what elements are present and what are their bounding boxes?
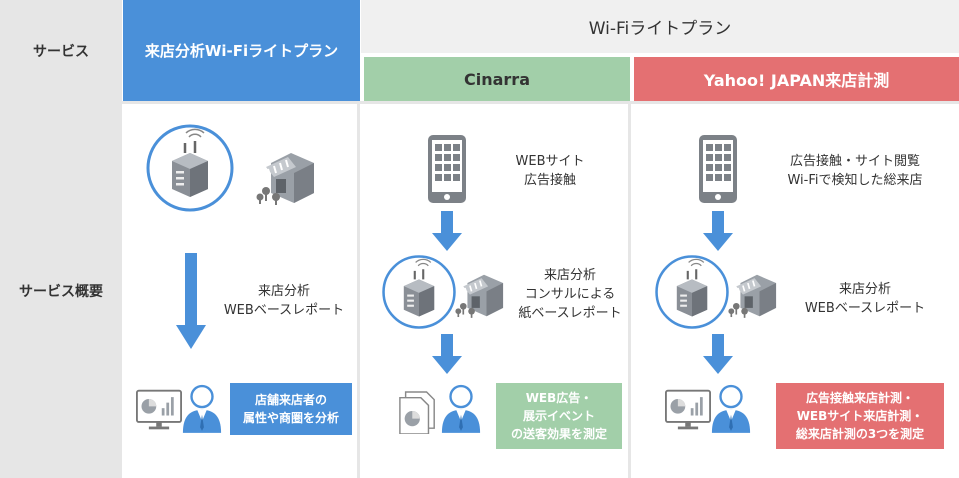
- arrow-down-icon: [703, 334, 733, 374]
- person-icon: [440, 383, 482, 433]
- col2-mid-text: 来店分析 コンサルによる 紙ベースレポート: [518, 268, 622, 321]
- smartphone-icon: [698, 133, 738, 205]
- group-header: Wi-Fiライトプラン: [361, 0, 959, 53]
- arrow-down-icon: [176, 253, 206, 349]
- col1-header: 来店分析Wi-Fiライトプラン: [123, 0, 360, 101]
- shop-icon: [256, 145, 326, 205]
- col3-header: Yahoo! JAPAN来店計測: [634, 57, 959, 101]
- person-icon: [710, 383, 752, 433]
- col1-badge: 店舗来店者の 属性や商圏を分析: [230, 383, 352, 435]
- col2-header: Cinarra: [364, 57, 630, 101]
- arrow-down-icon: [432, 334, 462, 374]
- shop-icon: [728, 268, 786, 318]
- col3-top-text: 広告接触・サイト閲覧 Wi-Fiで検知した総来店: [787, 154, 923, 188]
- wifi-router-icon: [145, 123, 235, 213]
- document-chart-icon: [398, 390, 438, 434]
- smartphone-icon: [427, 133, 467, 205]
- arrow-down-icon: [703, 211, 733, 251]
- overview-label: サービス概要: [0, 104, 122, 478]
- wifi-router-icon: [654, 254, 730, 330]
- arrow-down-icon: [432, 211, 462, 251]
- shop-icon: [455, 268, 513, 318]
- monitor-chart-icon: [665, 389, 711, 431]
- col1-report-text: 来店分析 WEBベースレポート: [223, 284, 345, 318]
- wifi-router-icon: [381, 254, 457, 330]
- service-label: サービス: [0, 0, 122, 101]
- person-icon: [181, 383, 223, 433]
- col3-badge: 広告接触来店計測・ WEBサイト来店計測・ 総来店計測の3つを測定: [776, 383, 944, 449]
- col3-mid-text: 来店分析 WEBベースレポート: [804, 282, 926, 316]
- row-divider: [0, 101, 959, 104]
- monitor-chart-icon: [136, 389, 182, 431]
- col2-top-text: WEBサイト 広告接触: [515, 154, 585, 188]
- col2-badge: WEB広告・ 展示イベント の送客効果を測定: [496, 383, 622, 449]
